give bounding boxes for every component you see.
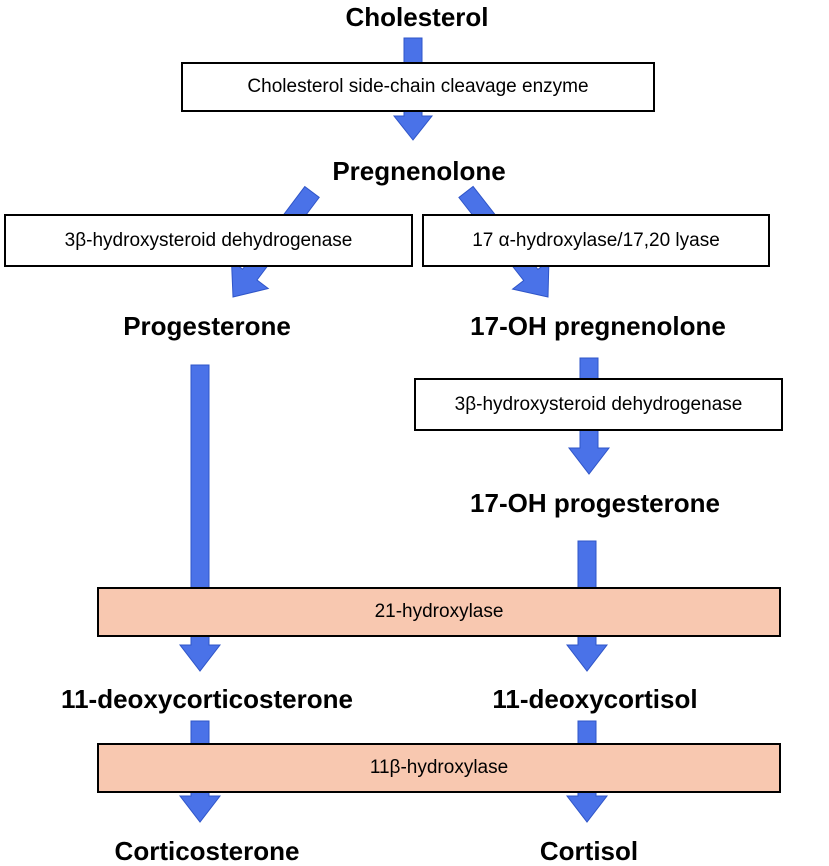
enzyme-label-hsd3b-right: 3β-hydroxysteroid dehydrogenase (454, 393, 743, 415)
compound-11-deoxycortisol: 11-deoxycortisol (492, 684, 698, 714)
enzyme-box-11b-hydroxylase: 11β-hydroxylase (97, 743, 781, 793)
enzyme-box-21-hydroxylase: 21-hydroxylase (97, 587, 781, 637)
enzyme-label-scc: Cholesterol side-chain cleavage enzyme (247, 76, 589, 97)
enzyme-label-hsd3b-left: 3β-hydroxysteroid dehydrogenase (64, 229, 353, 251)
enzyme-label-11b-hydroxylase: 11β-hydroxylase (369, 757, 509, 778)
compound-cholesterol: Cholesterol (345, 2, 489, 32)
enzyme-box-cyp17: 17 α-hydroxylase/17,20 lyase (422, 214, 770, 267)
enzyme-label-21-hydroxylase: 21-hydroxylase (374, 601, 504, 622)
compound-progesterone: Progesterone (123, 311, 291, 341)
compound-11-deoxycorticosterone: 11-deoxycorticosterone (61, 684, 353, 714)
enzyme-label-cyp17: 17 α-hydroxylase/17,20 lyase (472, 229, 720, 251)
arrow-progesterone-to-11-deoxycorticosterone (178, 364, 222, 672)
compound-17oh-progesterone: 17-OH progesterone (470, 488, 720, 518)
enzyme-box-scc: Cholesterol side-chain cleavage enzyme (181, 62, 655, 112)
enzyme-box-hsd3b-left: 3β-hydroxysteroid dehydrogenase (4, 214, 413, 267)
enzyme-box-hsd3b-right: 3β-hydroxysteroid dehydrogenase (414, 378, 783, 431)
compound-cortisol: Cortisol (539, 836, 639, 866)
compound-corticosterone: Corticosterone (114, 836, 300, 866)
compound-pregnenolone: Pregnenolone (332, 156, 506, 186)
compound-17oh-pregnenolone: 17-OH pregnenolone (470, 311, 726, 341)
